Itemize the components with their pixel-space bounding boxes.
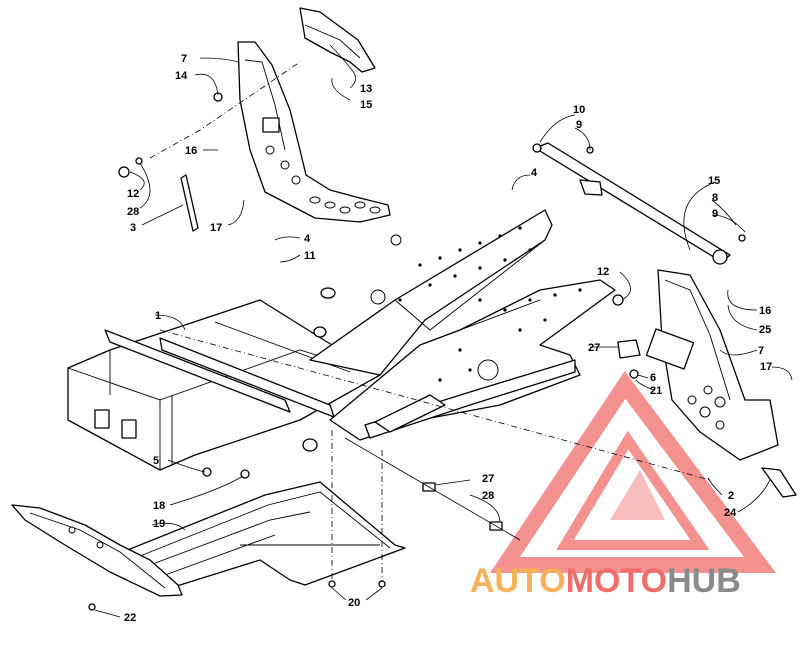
callout-15-right: 15: [708, 175, 720, 187]
svg-text:AUTOMOTOHUB: AUTOMOTOHUB: [470, 562, 741, 600]
callout-1: 1: [155, 310, 161, 322]
callout-9-top: 9: [576, 119, 582, 131]
watermark-auto: AUTO: [470, 562, 566, 600]
callout-5: 5: [153, 455, 159, 467]
callout-8: 8: [712, 192, 718, 204]
hardware: [88, 430, 521, 611]
callout-4-right: 4: [531, 167, 538, 179]
steering-support: [118, 7, 391, 232]
callout-26: 27: [482, 473, 494, 485]
callout-28: 28: [127, 206, 139, 218]
callout-20: 20: [348, 597, 360, 609]
callout-25: 27: [588, 342, 600, 354]
callout-7-right: 7: [758, 345, 764, 357]
callout-22: 22: [124, 612, 136, 624]
watermark-hub: HUB: [667, 562, 741, 600]
callout-16-right: 16: [759, 305, 771, 317]
callout-3: 3: [130, 222, 136, 234]
callout-21: 21: [650, 385, 662, 397]
callout-19: 18: [153, 500, 165, 512]
watermark-moto: MOTO: [566, 562, 667, 600]
callout-24: 24: [724, 507, 737, 519]
callout-12-left: 12: [127, 188, 139, 200]
callout-27: 28: [482, 490, 494, 502]
callout-14: 14: [175, 70, 188, 82]
callout-23: 25: [759, 324, 771, 336]
watermark-wordmark: AUTOMOTOHUB: [470, 562, 741, 600]
callout-12-right: 12: [597, 266, 609, 278]
callout-labels: 7 14 13 15 16 12 28 3 17 4 11 1 10 9 4 1…: [124, 53, 772, 624]
steering-shaft: [532, 142, 746, 265]
chassis-frame: [67, 209, 711, 481]
callout-16-left: 16: [185, 145, 197, 157]
callout-11: 11: [304, 250, 316, 262]
callout-13: 13: [360, 83, 372, 95]
callout-4-left: 4: [304, 233, 311, 245]
callout-6: 6: [650, 372, 656, 384]
callout-10: 10: [573, 104, 585, 116]
callout-9-right: 9: [712, 208, 718, 220]
callout-18: 19: [153, 518, 165, 530]
callout-7-top: 7: [181, 53, 187, 65]
callout-17-right: 17: [760, 361, 772, 373]
callout-17-left: 17: [210, 222, 222, 234]
front-bracket: [612, 269, 797, 498]
callout-2: 2: [728, 490, 734, 502]
skid-plate: [11, 504, 183, 597]
rivet-holes: [398, 226, 582, 382]
callout-15-top: 15: [360, 99, 372, 111]
leader-lines: [94, 44, 793, 618]
